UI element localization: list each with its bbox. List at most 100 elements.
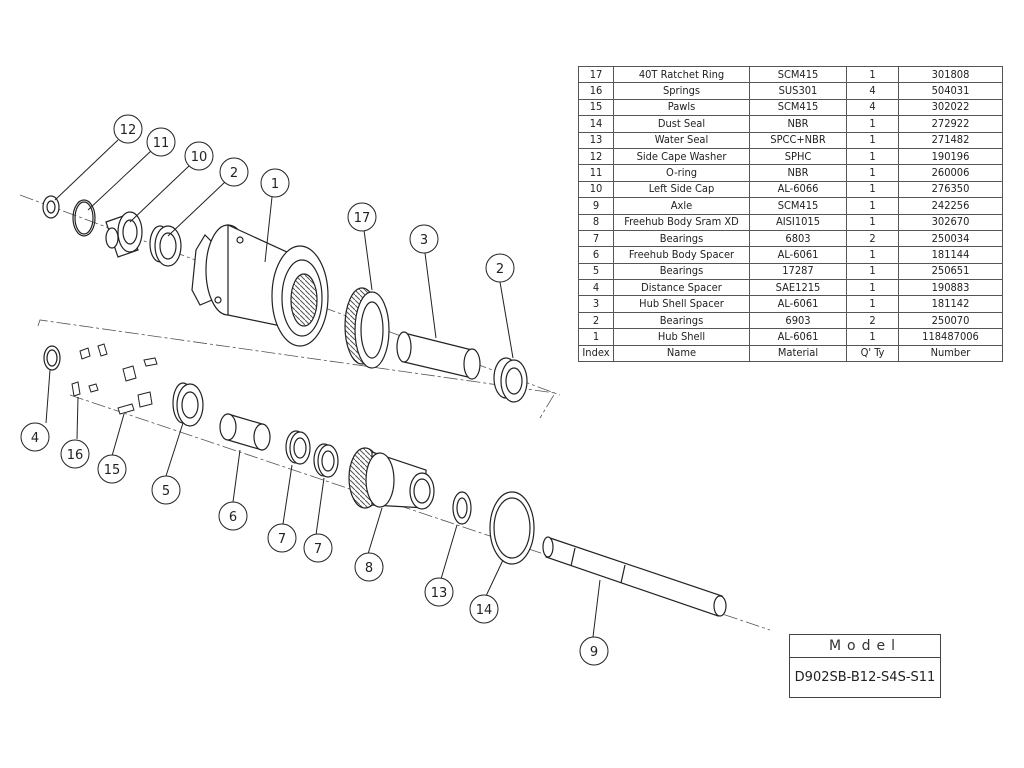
cell-name: Water Seal bbox=[613, 131, 750, 149]
svg-text:15: 15 bbox=[104, 463, 121, 478]
callout-6 bbox=[218, 501, 248, 531]
cell-qty: 1 bbox=[846, 262, 899, 281]
cell-qty: 1 bbox=[846, 115, 899, 133]
svg-text:17: 17 bbox=[354, 211, 371, 226]
part-ratchet-ring bbox=[344, 287, 390, 369]
cell-index: 17 bbox=[578, 65, 614, 84]
cell-qty: 1 bbox=[846, 147, 899, 166]
cell-name: Bearings bbox=[613, 229, 750, 248]
model-title-block: Model D902SB-B12-S4S-S11 bbox=[789, 634, 941, 698]
part-freehub-body-spacer bbox=[219, 413, 271, 451]
cell-number: 118487006 bbox=[898, 328, 1003, 346]
callout-15 bbox=[97, 454, 127, 484]
svg-text:12: 12 bbox=[120, 123, 137, 138]
svg-text:6: 6 bbox=[229, 510, 237, 525]
svg-text:11: 11 bbox=[153, 136, 170, 151]
cell-index: 7 bbox=[578, 229, 614, 248]
cell-material: AISI1015 bbox=[749, 213, 847, 231]
cell-number: 504031 bbox=[898, 82, 1003, 100]
cell-material: 17287 bbox=[749, 262, 847, 281]
cell-name: Pawls bbox=[613, 98, 750, 117]
callout-7a bbox=[267, 523, 297, 553]
svg-text:7: 7 bbox=[278, 532, 286, 547]
header-index: Index bbox=[578, 344, 614, 363]
callout-7b bbox=[303, 533, 333, 563]
cell-material: 6803 bbox=[749, 229, 847, 248]
cell-name: Axle bbox=[613, 197, 750, 215]
leader-lines bbox=[45, 139, 601, 638]
callout-10 bbox=[184, 141, 214, 171]
cell-name: Springs bbox=[613, 82, 750, 100]
callout-4 bbox=[20, 422, 50, 452]
svg-text:2: 2 bbox=[496, 262, 504, 277]
cell-name: Distance Spacer bbox=[613, 279, 750, 297]
cell-number: 181144 bbox=[898, 246, 1003, 264]
part-bearing-6803-b bbox=[313, 443, 339, 478]
cell-index: 3 bbox=[578, 295, 614, 313]
cell-index: 11 bbox=[578, 164, 614, 182]
part-hub-shell bbox=[191, 224, 329, 347]
part-left-side-cap bbox=[105, 211, 143, 258]
cell-name: O-ring bbox=[613, 164, 750, 182]
svg-text:4: 4 bbox=[31, 431, 39, 446]
svg-text:16: 16 bbox=[67, 448, 84, 463]
cell-number: 250070 bbox=[898, 311, 1003, 330]
svg-text:5: 5 bbox=[162, 484, 170, 499]
cell-number: 301808 bbox=[898, 65, 1003, 84]
cell-index: 9 bbox=[578, 197, 614, 215]
cell-qty: 4 bbox=[846, 82, 899, 100]
part-springs bbox=[71, 343, 108, 397]
cell-name: Dust Seal bbox=[613, 115, 750, 133]
cell-name: Freehub Body Sram XD bbox=[613, 213, 750, 231]
cell-index: 1 bbox=[578, 328, 614, 346]
cell-qty: 1 bbox=[846, 131, 899, 149]
part-water-seal bbox=[452, 491, 472, 525]
callout-13 bbox=[424, 577, 454, 607]
part-hub-shell-spacer bbox=[396, 331, 481, 380]
svg-text:8: 8 bbox=[365, 561, 373, 576]
cell-index: 12 bbox=[578, 147, 614, 166]
cell-name: Hub Shell bbox=[613, 328, 750, 346]
cell-number: 302670 bbox=[898, 213, 1003, 231]
callout-11 bbox=[146, 127, 176, 157]
callout-2b bbox=[485, 253, 515, 283]
cell-material: NBR bbox=[749, 115, 847, 133]
cell-material: SPHC bbox=[749, 147, 847, 166]
cell-number: 260006 bbox=[898, 164, 1003, 182]
cell-qty: 1 bbox=[846, 180, 899, 199]
cell-number: 250651 bbox=[898, 262, 1003, 281]
cell-index: 14 bbox=[578, 115, 614, 133]
part-o-ring bbox=[72, 199, 96, 237]
cell-name: Bearings bbox=[613, 262, 750, 281]
cell-qty: 1 bbox=[846, 197, 899, 215]
callout-3 bbox=[409, 224, 439, 254]
header-qty: Q' Ty bbox=[846, 344, 899, 363]
svg-text:2: 2 bbox=[230, 166, 238, 181]
cell-material: AL-6061 bbox=[749, 295, 847, 313]
cell-number: 242256 bbox=[898, 197, 1003, 215]
model-number: D902SB-B12-S4S-S11 bbox=[794, 670, 936, 685]
part-dust-seal bbox=[489, 491, 535, 565]
cell-material: 6903 bbox=[749, 311, 847, 330]
svg-text:1: 1 bbox=[271, 177, 279, 192]
cell-name: 40T Ratchet Ring bbox=[613, 65, 750, 84]
part-bearing-6803-a bbox=[285, 430, 311, 465]
header-material: Material bbox=[749, 344, 847, 363]
cell-number: 190883 bbox=[898, 279, 1003, 297]
callout-8 bbox=[354, 552, 384, 582]
cell-index: 6 bbox=[578, 246, 614, 264]
cell-index: 15 bbox=[578, 98, 614, 117]
cell-material: SCM415 bbox=[749, 98, 847, 117]
